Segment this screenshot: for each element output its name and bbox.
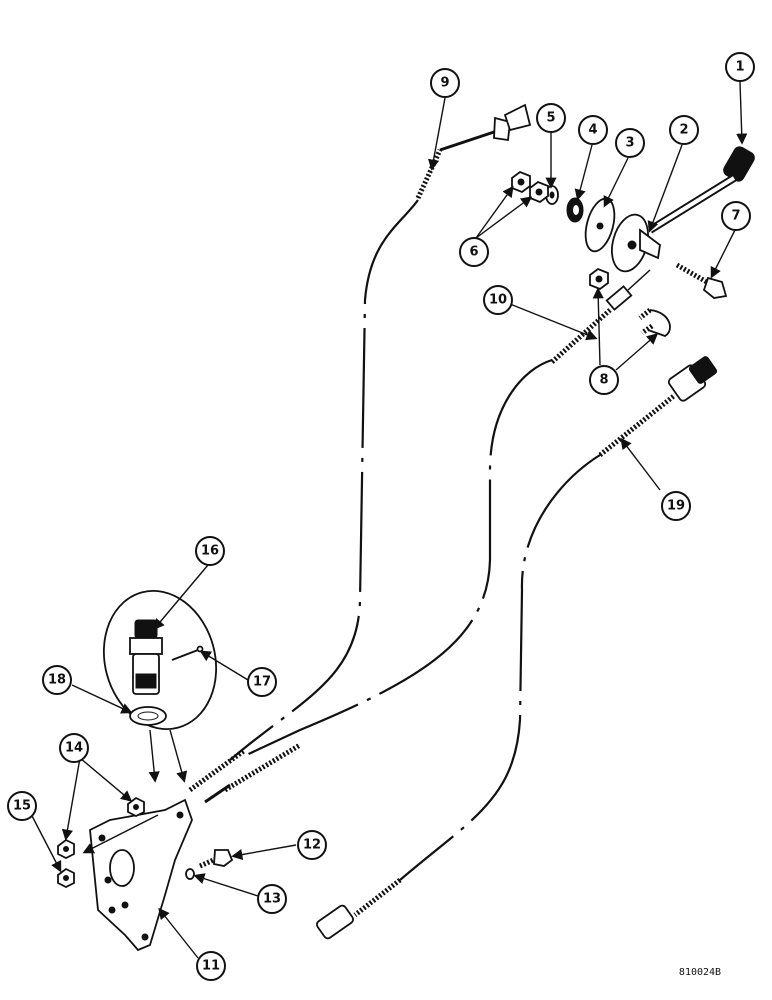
callout-6: 6 (459, 237, 489, 267)
nut-15-part (57, 867, 75, 889)
cable-end-9-part (415, 103, 532, 200)
svg-text:5: 5 (546, 111, 555, 126)
throttle-cable (229, 199, 419, 761)
svg-text:10: 10 (489, 293, 507, 308)
bracket-part (611, 213, 661, 273)
svg-text:6: 6 (469, 245, 478, 260)
reference-code: 810024B (679, 967, 721, 978)
svg-text:4: 4 (588, 123, 597, 138)
detail-inset (102, 590, 218, 730)
svg-text:2: 2 (679, 123, 688, 138)
svg-text:16: 16 (201, 544, 219, 559)
svg-text:3: 3 (625, 136, 634, 151)
svg-text:15: 15 (13, 799, 31, 814)
callout-13: 13 (257, 884, 287, 914)
callout-3: 3 (615, 128, 645, 158)
svg-text:12: 12 (303, 838, 321, 853)
svg-text:7: 7 (731, 209, 740, 224)
svg-text:1: 1 (735, 60, 744, 75)
callout-17: 17 (247, 667, 277, 697)
knob-part (647, 146, 755, 234)
callout-7: 7 (721, 201, 751, 231)
callout-8: 8 (589, 365, 619, 395)
callout-19: 19 (661, 491, 691, 521)
washer-18-part (129, 706, 167, 726)
svg-text:8: 8 (599, 373, 608, 388)
ring-13-part (185, 868, 195, 880)
callout-11: 11 (196, 951, 226, 981)
u-clip-8-part (638, 308, 671, 337)
svg-text:18: 18 (48, 673, 66, 688)
mounting-bracket-11-part (89, 798, 193, 952)
callout-15: 15 (7, 791, 37, 821)
callout-18: 18 (42, 665, 72, 695)
callout-1: 1 (725, 52, 755, 82)
svg-text:9: 9 (440, 76, 449, 91)
fitting-16-part (129, 619, 163, 695)
cable-end-19-part (598, 356, 718, 457)
svg-text:13: 13 (263, 892, 281, 907)
choke-cable (239, 358, 553, 759)
callout-14: 14 (59, 733, 89, 763)
screw-12-part (198, 849, 234, 869)
callout-4: 4 (578, 115, 608, 145)
leader-lines (29, 81, 748, 959)
tachometer-lower-end (316, 878, 402, 940)
svg-text:11: 11 (202, 959, 220, 974)
callout-10: 10 (483, 285, 513, 315)
nuts-6-part (511, 170, 549, 204)
washer-4-part (566, 197, 584, 223)
callout-9: 9 (430, 68, 460, 98)
cable-end-10-part (550, 269, 651, 364)
svg-text:19: 19 (667, 499, 685, 514)
callout-2: 2 (669, 115, 699, 145)
callout-16: 16 (195, 536, 225, 566)
callout-5: 5 (536, 103, 566, 133)
nut-14-part (57, 796, 145, 860)
svg-text:17: 17 (253, 675, 271, 690)
svg-text:14: 14 (65, 741, 83, 756)
bolt-7-part (675, 262, 728, 299)
nut-8-part (589, 267, 609, 291)
callout-12: 12 (297, 830, 327, 860)
tachometer-cable (399, 454, 601, 881)
lower-cable-threads (188, 742, 302, 804)
